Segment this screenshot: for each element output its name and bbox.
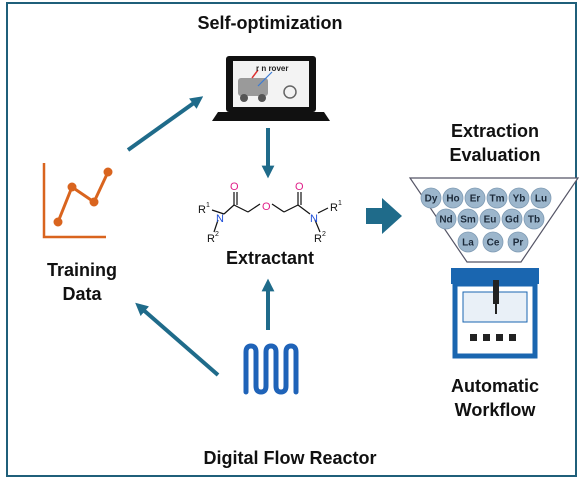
element-circle-yb (508, 187, 530, 209)
line-chart-icon (42, 163, 113, 239)
element-label-er: Er (470, 194, 481, 205)
substituent-r2-right-sup: 2 (322, 231, 326, 238)
laptop-icon (212, 56, 330, 121)
element-circle-er (464, 187, 486, 209)
substituent-r1-right-sup: 1 (338, 200, 342, 207)
substituent-r2-left-sup: 2 (215, 231, 219, 238)
element-circle-eu (479, 208, 501, 230)
element-label-tb: Tb (528, 215, 540, 226)
element-circle-ho (442, 187, 464, 209)
element-circle-pr (507, 231, 529, 253)
element-circle-lu (530, 187, 552, 209)
substituent-r1-left-sup: 1 (206, 202, 210, 209)
element-label-sm: Sm (460, 215, 476, 226)
laptop-screen-text: r n rover (256, 64, 288, 73)
element-label-pr: Pr (513, 238, 524, 249)
arrow-training-to-laptop (126, 96, 204, 152)
label-automatic-workflow-line1: Automatic (450, 376, 539, 396)
element-label-tm: Tm (490, 194, 505, 205)
element-label-ho: Ho (446, 194, 459, 205)
element-label-yb: Yb (513, 194, 526, 205)
label-extraction-evaluation-line2: Evaluation (449, 145, 541, 165)
element-circle-la (457, 231, 479, 253)
element-label-lu: Lu (535, 194, 547, 205)
arrow-reactor-to-training (135, 302, 220, 377)
element-circle-ce (482, 231, 504, 253)
atom-oxygen-bridge: O (262, 201, 271, 213)
label-extraction-evaluation-line1: Extraction (450, 121, 540, 141)
atom-nitrogen-left: N (216, 213, 224, 225)
atom-nitrogen-right: N (310, 213, 318, 225)
element-circle-tb (523, 208, 545, 230)
label-automatic-workflow-line2: Workflow (454, 400, 536, 420)
substituent-r1-left: R (198, 204, 206, 216)
atom-oxygen-right: O (295, 181, 304, 193)
element-circle-gd (501, 208, 523, 230)
element-circle-sm (457, 208, 479, 230)
element-label-gd: Gd (505, 215, 519, 226)
automation-machine-icon (451, 268, 539, 359)
label-digital-flow-reactor: Digital Flow Reactor (203, 448, 377, 468)
label-extractant: Extractant (225, 248, 315, 268)
element-label-ce: Ce (487, 238, 500, 249)
element-circle-tm (486, 187, 508, 209)
label-training-data-line1: Training (46, 260, 117, 280)
molecule-structure (211, 192, 329, 233)
atom-oxygen-left: O (230, 181, 239, 193)
label-training-data-line2: Data (62, 284, 102, 304)
label-self-optimization: Self-optimization (197, 13, 343, 33)
substituent-r1-right: R (330, 202, 338, 214)
element-label-eu: Eu (484, 215, 497, 226)
element-label-dy: Dy (425, 194, 438, 205)
element-label-nd: Nd (439, 215, 452, 226)
element-label-la: La (462, 238, 474, 249)
flow-reactor-icon (243, 343, 299, 395)
element-circle-dy (420, 187, 442, 209)
element-circle-nd (435, 208, 457, 230)
substituent-r2-right: R (314, 233, 322, 245)
arrow-extractant-to-evaluation (366, 198, 402, 234)
substituent-r2-left: R (207, 233, 215, 245)
